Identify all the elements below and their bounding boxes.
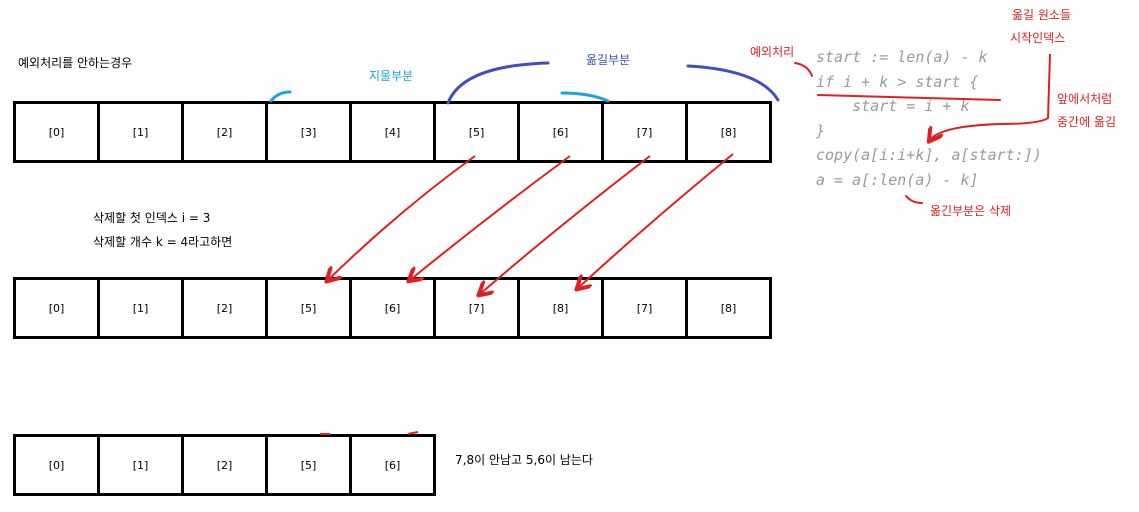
exception-label: 예외처리 (750, 45, 795, 59)
array-cell: [8] (688, 104, 769, 160)
code-block: start := len(a) - k if i + k > start { st… (816, 45, 1042, 192)
copy-arrow (578, 153, 734, 288)
code-line: copy(a[i:i+k], a[start:]) (816, 146, 1042, 164)
code-line: start = i + k (816, 97, 970, 115)
array-cell: [0] (16, 280, 97, 336)
array-cell: [6] (520, 104, 601, 160)
move-start-label-2: 시작인덱스 (1010, 31, 1066, 45)
array-cell: [4] (352, 104, 433, 160)
delete-count-text: 삭제할 개수 k = 4라고하면 (93, 235, 233, 249)
code-line: a = a[:len(a) - k] (816, 170, 979, 189)
array-cell: [7] (604, 280, 685, 336)
array-cell: [8] (520, 280, 601, 336)
array-cell: [2] (184, 104, 265, 160)
code-line: } (816, 121, 826, 140)
array-cell: [5] (268, 280, 349, 336)
array-cell: [0] (16, 104, 97, 160)
array-cell: [2] (184, 437, 265, 493)
first-index-text: 삭제할 첫 인덱스 i = 3 (93, 211, 211, 225)
array-cell: [6] (352, 437, 433, 493)
move-part-brace (446, 61, 550, 105)
array-cell: [0] (16, 437, 97, 493)
result-text: 7,8이 안남고 5,6이 남는다 (455, 453, 593, 467)
array-cell: [8] (688, 280, 769, 336)
code-line: if i + k > start { (816, 72, 979, 91)
array-cell: [6] (352, 280, 433, 336)
code-line: start := len(a) - k (816, 48, 988, 66)
array-cell: [5] (268, 437, 349, 493)
array-row-after-copy: [0] [1] [2] [5] [6] [7] [8] [7] [8] (13, 277, 772, 339)
array-cell: [1] (100, 104, 181, 160)
array-cell: [3] (268, 104, 349, 160)
front-to-middle-label-2: 중간에 옮김 (1057, 115, 1117, 129)
delete-part-brace (269, 90, 292, 103)
copy-arrow (410, 155, 571, 280)
array-row-original: [0] [1] [2] [3] [4] [5] [6] [7] [8] (13, 101, 772, 163)
delete-part-label: 지울부분 (369, 69, 414, 83)
exception-stroke (794, 62, 813, 77)
array-cell: [2] (184, 280, 265, 336)
delete-moved-label: 옮긴부분은 삭제 (930, 204, 1012, 218)
delete-part-brace (560, 91, 610, 103)
array-cell: [5] (436, 104, 517, 160)
move-start-label-1: 옮길 원소들 (1012, 8, 1072, 22)
copy-arrow (328, 155, 476, 280)
delete-moved-stroke (905, 195, 923, 204)
front-to-middle-label-1: 앞에서처럼 (1057, 92, 1113, 106)
array-cell: [1] (100, 280, 181, 336)
array-cell: [7] (436, 280, 517, 336)
array-cell: [7] (604, 104, 685, 160)
copy-arrow (480, 155, 651, 294)
move-part-brace (686, 64, 780, 102)
move-part-label: 옮길부분 (586, 53, 631, 67)
array-row-result: [0] [1] [2] [5] [6] (13, 434, 436, 496)
array-cell: [1] (100, 437, 181, 493)
page-title: 예외처리를 안하는경우 (18, 56, 133, 70)
